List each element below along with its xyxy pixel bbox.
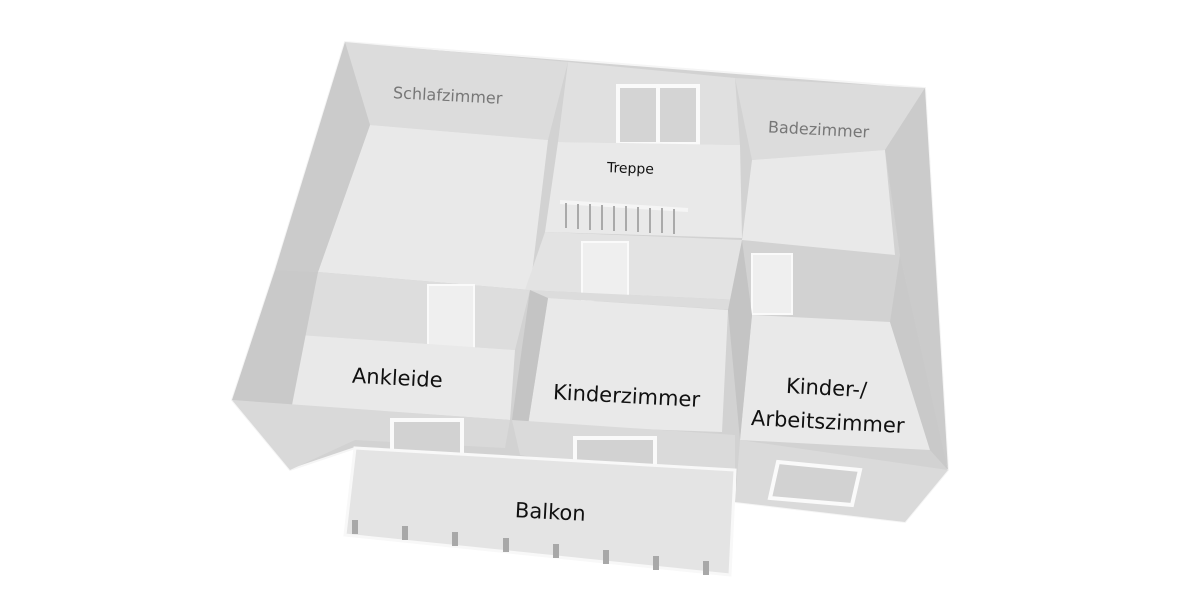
window-arbeitszimmer [767, 459, 863, 508]
wall-divider-left [512, 290, 548, 425]
room-ankleide-floor [292, 335, 515, 420]
stair-railing [559, 200, 689, 234]
room-arbeitszimmer-floor [740, 315, 930, 450]
room-badezimmer-back-wall [735, 78, 925, 160]
label-balkon: Balkon [514, 498, 587, 526]
room-ankleide-front-wall [232, 400, 510, 470]
label-kinder-arbeitszimmer-line1: Kinder-/ [785, 373, 868, 403]
label-ankleide: Ankleide [351, 363, 444, 393]
room-badezimmer-right-wall [885, 88, 948, 470]
room-treppe-floor [545, 142, 742, 238]
room-kinderzimmer-back-wall [525, 290, 740, 310]
balkon-railing [352, 520, 709, 575]
door-kinderzimmer [581, 241, 629, 301]
door-arbeitszimmer [751, 253, 793, 315]
room-schlafzimmer-back-wall [345, 42, 568, 140]
door-ankleide [427, 284, 475, 352]
room-badezimmer-floor [742, 150, 895, 255]
room-schlafzimmer-floor [318, 125, 548, 290]
wall-divider-right [728, 240, 752, 440]
label-treppe: Treppe [606, 160, 655, 178]
room-ankleide-left-wall [232, 270, 318, 405]
room-kinderzimmer-floor [528, 298, 728, 432]
room-arbeitszimmer-right-wall [890, 255, 948, 470]
room-schlafzimmer-left-wall [275, 42, 370, 272]
balkon-floor [343, 446, 737, 577]
hallway-floor [525, 232, 742, 300]
